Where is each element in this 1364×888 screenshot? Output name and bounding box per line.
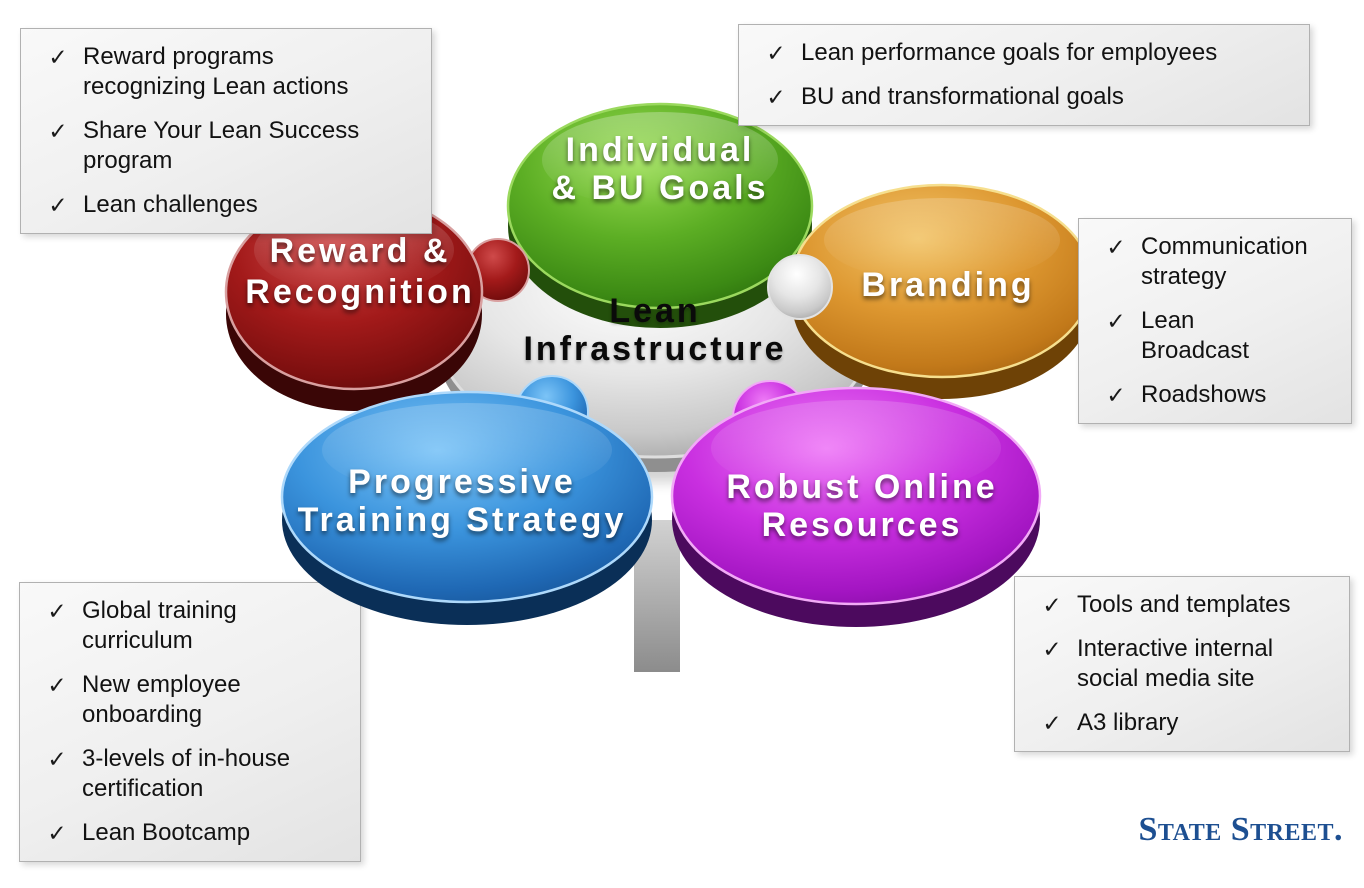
callout-item-text: Share Your Lean Success program	[83, 117, 360, 174]
list-item: ✓ Lean Bootcamp	[32, 818, 348, 848]
piece-label: Progressive	[348, 463, 576, 501]
puzzle-knob-silver	[767, 254, 833, 320]
piece-label: Individual	[566, 131, 755, 169]
checkmark-icon: ✓	[1106, 308, 1126, 334]
puzzle-knob	[616, 198, 684, 266]
list-item: ✓ Lean performance goals for employees	[751, 38, 1297, 68]
callout-item-text: Interactive internal social media site	[1077, 635, 1274, 692]
checkmark-icon: ✓	[48, 192, 68, 218]
piece-label: Resources	[762, 506, 963, 544]
callout-item-text: Communication strategy	[1141, 233, 1308, 290]
callout-item-text: Lean Bootcamp	[82, 819, 251, 846]
list-item: ✓ 3-levels of in-house certification	[32, 744, 348, 804]
puzzle-knob	[515, 375, 589, 449]
piece-label: Reward &	[270, 232, 451, 270]
list-item: ✓ Share Your Lean Success program	[33, 116, 419, 176]
piece-label: Recognition	[245, 273, 474, 311]
checkmark-icon: ✓	[47, 820, 67, 846]
puzzle-knob	[732, 380, 808, 456]
callout-branding: ✓ Communication strategy ✓ Lean Broadcas…	[1078, 218, 1352, 424]
checkmark-icon: ✓	[766, 40, 786, 66]
callout-item-text: Roadshows	[1141, 381, 1267, 408]
checkmark-icon: ✓	[48, 44, 68, 70]
checkmark-icon: ✓	[1042, 592, 1062, 618]
state-street-logo: State Street.	[1138, 811, 1343, 848]
callout-item-text: Lean performance goals for employees	[801, 39, 1218, 66]
checkmark-icon: ✓	[48, 118, 68, 144]
list-item: ✓ Global training curriculum	[32, 596, 348, 656]
list-item: ✓ Communication strategy	[1091, 232, 1339, 292]
list-item: ✓ Lean Broadcast	[1091, 306, 1339, 366]
callout-progressive-training: ✓ Global training curriculum ✓ New emplo…	[19, 582, 361, 862]
puzzle-knob	[466, 238, 530, 302]
callout-item-text: Global training curriculum	[82, 597, 237, 654]
piece-label: & BU Goals	[551, 169, 768, 207]
checkmark-icon: ✓	[1042, 710, 1062, 736]
checkmark-icon: ✓	[47, 598, 67, 624]
checkmark-icon: ✓	[1042, 636, 1062, 662]
list-item: ✓ A3 library	[1027, 708, 1337, 738]
piece-individual-bu-goals: Individual & BU Goals	[506, 102, 814, 328]
list-item: ✓ New employee onboarding	[32, 670, 348, 730]
list-item: ✓ Roadshows	[1091, 380, 1339, 410]
callout-item-text: New employee onboarding	[82, 671, 241, 728]
piece-label: Branding	[861, 266, 1034, 304]
list-item: ✓ BU and transformational goals	[751, 82, 1297, 112]
center-label: Lean Infrastructure	[523, 292, 786, 368]
callout-item-text: Reward programs recognizing Lean actions	[83, 43, 349, 100]
callout-item-text: A3 library	[1077, 709, 1179, 736]
checkmark-icon: ✓	[1106, 382, 1126, 408]
piece-label: Robust Online	[726, 468, 997, 506]
callout-individual-bu-goals: ✓ Lean performance goals for employees ✓…	[738, 24, 1310, 126]
checkmark-icon: ✓	[1106, 234, 1126, 260]
checkmark-icon: ✓	[47, 672, 67, 698]
callout-online-resources: ✓ Tools and templates ✓ Interactive inte…	[1014, 576, 1350, 752]
center-pedestal-tab	[634, 520, 680, 672]
list-item: ✓ Interactive internal social media site	[1027, 634, 1337, 694]
list-item: ✓ Lean challenges	[33, 190, 419, 220]
list-item: ✓ Reward programs recognizing Lean actio…	[33, 42, 419, 102]
callout-reward-recognition: ✓ Reward programs recognizing Lean actio…	[20, 28, 432, 234]
piece-robust-online-resources: Robust Online Resources	[670, 380, 1042, 627]
callout-item-text: Tools and templates	[1077, 591, 1291, 618]
center-label-line1: Lean	[609, 292, 700, 330]
piece-label: Training Strategy	[298, 501, 627, 539]
callout-item-text: 3-levels of in-house certification	[82, 745, 291, 802]
callout-item-text: BU and transformational goals	[801, 83, 1124, 110]
center-piece	[437, 213, 873, 672]
piece-branding: Branding	[767, 183, 1094, 399]
callout-item-text: Lean Broadcast	[1141, 307, 1250, 364]
callout-item-text: Lean challenges	[83, 191, 258, 218]
checkmark-icon: ✓	[766, 84, 786, 110]
center-label-line2: Infrastructure	[523, 330, 786, 368]
checkmark-icon: ✓	[47, 746, 67, 772]
list-item: ✓ Tools and templates	[1027, 590, 1337, 620]
